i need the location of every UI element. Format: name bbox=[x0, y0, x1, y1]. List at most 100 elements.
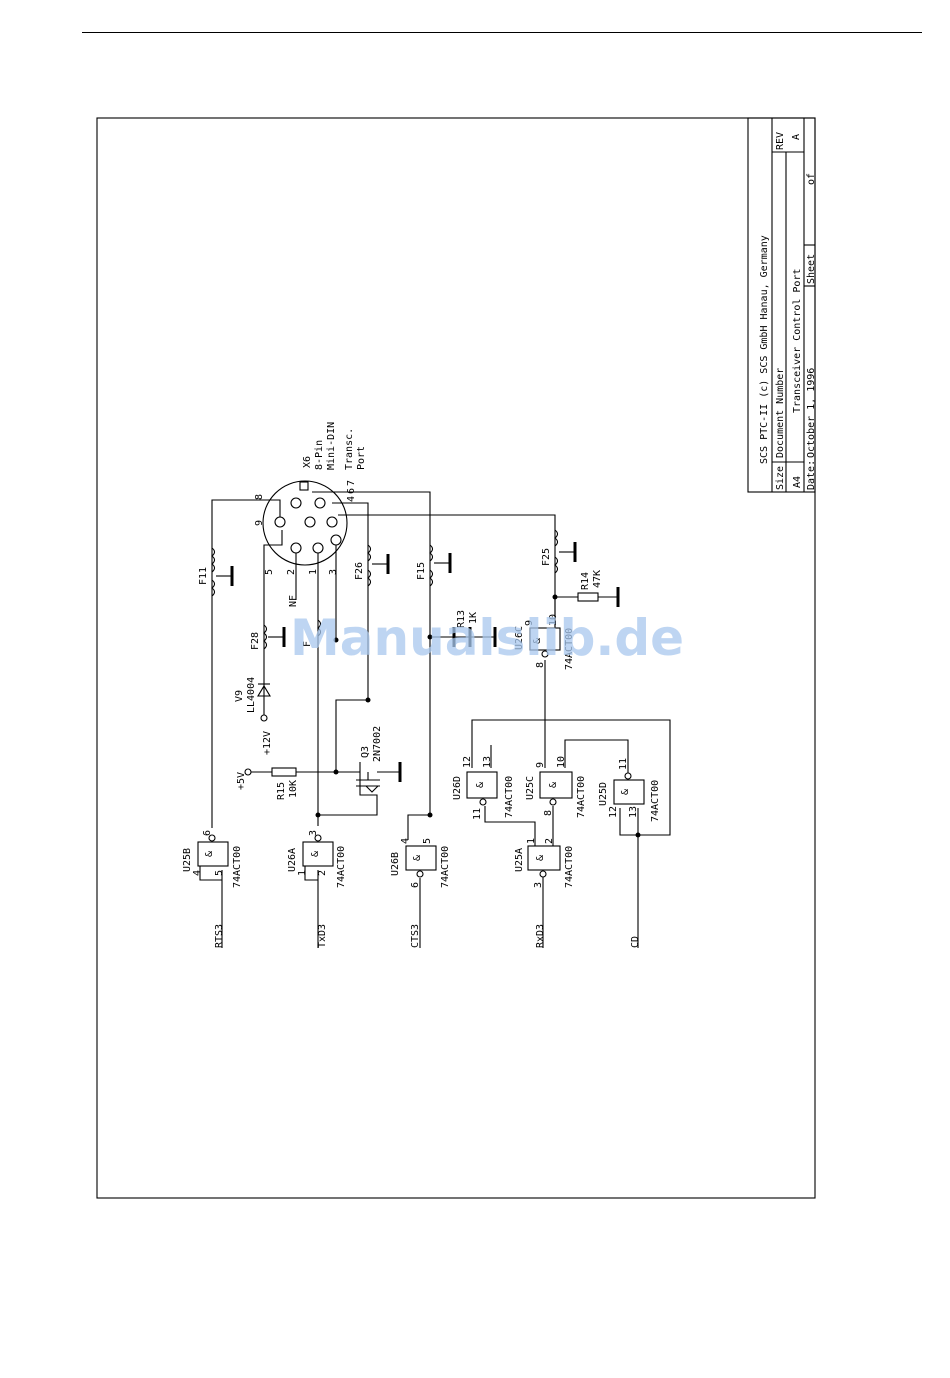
gate-u26a: & U26A 74ACT00 1 2 3 bbox=[287, 830, 347, 888]
svg-text:11: 11 bbox=[472, 808, 483, 820]
svg-text:10: 10 bbox=[548, 614, 559, 626]
svg-text:13: 13 bbox=[482, 756, 493, 768]
tb-rev-label: REV bbox=[775, 132, 786, 150]
resistor-r14 bbox=[577, 592, 599, 602]
svg-text:4: 4 bbox=[192, 870, 203, 876]
svg-text:&: & bbox=[475, 782, 486, 788]
u25b-part: 74ACT00 bbox=[232, 846, 243, 888]
label-nf: NF bbox=[288, 595, 299, 607]
tb-date-label: Date: bbox=[806, 460, 817, 490]
x6-pin-8: 8 bbox=[254, 494, 265, 500]
svg-text:8: 8 bbox=[543, 810, 554, 816]
svg-text:&: & bbox=[548, 782, 559, 788]
svg-text:&: & bbox=[535, 855, 546, 861]
x6-pin-9: 9 bbox=[254, 520, 265, 526]
u26a-ref: U26A bbox=[287, 848, 298, 872]
label-f11: F11 bbox=[198, 567, 209, 585]
svg-text:2: 2 bbox=[317, 870, 328, 876]
tb-size-label: Size bbox=[775, 466, 786, 490]
u25a-ref: U25A bbox=[514, 848, 525, 872]
watermark: Manualslib.de bbox=[290, 609, 684, 667]
gate-u25a: & U25A 74ACT00 2 1 3 bbox=[514, 838, 575, 888]
gate-u25b: & U25B 74ACT00 4 5 6 bbox=[182, 830, 243, 888]
svg-text:4: 4 bbox=[400, 838, 411, 844]
svg-text:5: 5 bbox=[214, 870, 225, 876]
u25c-part: 74ACT00 bbox=[576, 776, 587, 818]
signal-cd: CD bbox=[630, 936, 641, 948]
tb-title: Transceiver Control Port bbox=[792, 269, 803, 414]
gate-u26b: & U26B 74ACT00 4 5 6 bbox=[390, 838, 451, 888]
u25d-ref: U25D bbox=[598, 782, 609, 806]
svg-text:&: & bbox=[412, 855, 423, 861]
label-12v: +12V bbox=[262, 731, 273, 755]
signal-cts3: CTS3 bbox=[410, 924, 421, 948]
label-5v: +5V bbox=[236, 772, 247, 790]
x6-pin-2: 2 bbox=[286, 569, 297, 575]
tb-company: SCS PTC-II (c) SCS GmbH Hanau, Germany bbox=[759, 235, 770, 464]
x6-pin-6: 6 bbox=[346, 488, 357, 494]
x6-pin-3: 3 bbox=[328, 569, 339, 575]
junctions bbox=[315, 594, 641, 838]
svg-text:&: & bbox=[532, 638, 543, 644]
svg-text:3: 3 bbox=[308, 830, 319, 836]
u26d-ref: U26D bbox=[452, 776, 463, 800]
tb-rev: A bbox=[791, 134, 802, 140]
svg-text:&: & bbox=[204, 851, 215, 857]
label-f26: F26 bbox=[354, 562, 365, 580]
label-r14: R14 bbox=[580, 572, 591, 590]
u25d-part: 74ACT00 bbox=[650, 780, 661, 822]
label-r15-val: 10K bbox=[288, 780, 299, 798]
svg-text:13: 13 bbox=[628, 806, 639, 818]
tb-docnum-label: Document Number bbox=[775, 368, 786, 458]
connector-x6: X6 8-Pin Mini-DIN Transc. Port 8 9 5 2 1… bbox=[254, 422, 367, 575]
x6-pin-1: 1 bbox=[308, 569, 319, 575]
tb-sheet-label: Sheet bbox=[806, 254, 817, 284]
x6-pin-4: 4 bbox=[346, 496, 357, 502]
svg-text:6: 6 bbox=[410, 882, 421, 888]
label-v9-part: LL4004 bbox=[246, 677, 257, 713]
x6-ref: X6 bbox=[302, 456, 313, 468]
u25c-ref: U25C bbox=[525, 776, 536, 800]
x6-desc1: 8-Pin bbox=[314, 440, 325, 470]
gate-u26d: & U26D 74ACT00 12 13 11 bbox=[452, 756, 515, 820]
label-r13-val: 1K bbox=[468, 612, 479, 624]
drawing-border bbox=[96, 117, 816, 1199]
ferrites bbox=[211, 529, 620, 782]
label-r14-val: 47K bbox=[592, 570, 603, 588]
label-f-small: F bbox=[302, 641, 313, 647]
x6-pin-7: 7 bbox=[346, 480, 357, 486]
x6-pin-5: 5 bbox=[264, 569, 275, 575]
svg-text:10: 10 bbox=[556, 756, 567, 768]
wires bbox=[199, 491, 671, 948]
label-q3-part: 2N7002 bbox=[372, 726, 383, 762]
svg-text:8: 8 bbox=[535, 662, 546, 668]
label-f15: F15 bbox=[416, 562, 427, 580]
label-r13: R13 bbox=[456, 610, 467, 628]
svg-text:12: 12 bbox=[608, 806, 619, 818]
label-q3: Q3 bbox=[360, 746, 371, 758]
label-f28: F28 bbox=[250, 632, 261, 650]
u26c-ref: U26C bbox=[514, 626, 525, 650]
svg-text:2: 2 bbox=[544, 838, 555, 844]
svg-text:6: 6 bbox=[202, 830, 213, 836]
label-v9: V9 bbox=[234, 690, 245, 702]
svg-text:1: 1 bbox=[526, 838, 537, 844]
label-f25: F25 bbox=[541, 548, 552, 566]
x6-desc3: Transc. bbox=[344, 428, 355, 470]
gate-u26c: & U26C 74ACT00 9 10 8 bbox=[514, 614, 575, 670]
component-labels: F11 F28 V9 LL4004 +12V +5V R15 10K Q3 2N… bbox=[198, 548, 603, 800]
gate-u25d: & U25D 74ACT00 11 12 13 bbox=[598, 758, 661, 822]
p5v-terminal bbox=[244, 768, 252, 776]
title-block: SCS PTC-II (c) SCS GmbH Hanau, Germany S… bbox=[747, 117, 817, 493]
u25a-part: 74ACT00 bbox=[564, 846, 575, 888]
signal-rxd3: RxD3 bbox=[535, 924, 546, 948]
svg-text:9: 9 bbox=[535, 762, 546, 768]
u26b-ref: U26B bbox=[390, 852, 401, 876]
u26d-part: 74ACT00 bbox=[504, 776, 515, 818]
u26a-part: 74ACT00 bbox=[336, 846, 347, 888]
tb-date: October 1, 1996 bbox=[806, 368, 817, 458]
signal-labels: RTS3 TxD3 CTS3 RxD3 CD bbox=[214, 924, 641, 948]
svg-text:11: 11 bbox=[618, 758, 629, 770]
diode-v9 bbox=[257, 683, 271, 722]
